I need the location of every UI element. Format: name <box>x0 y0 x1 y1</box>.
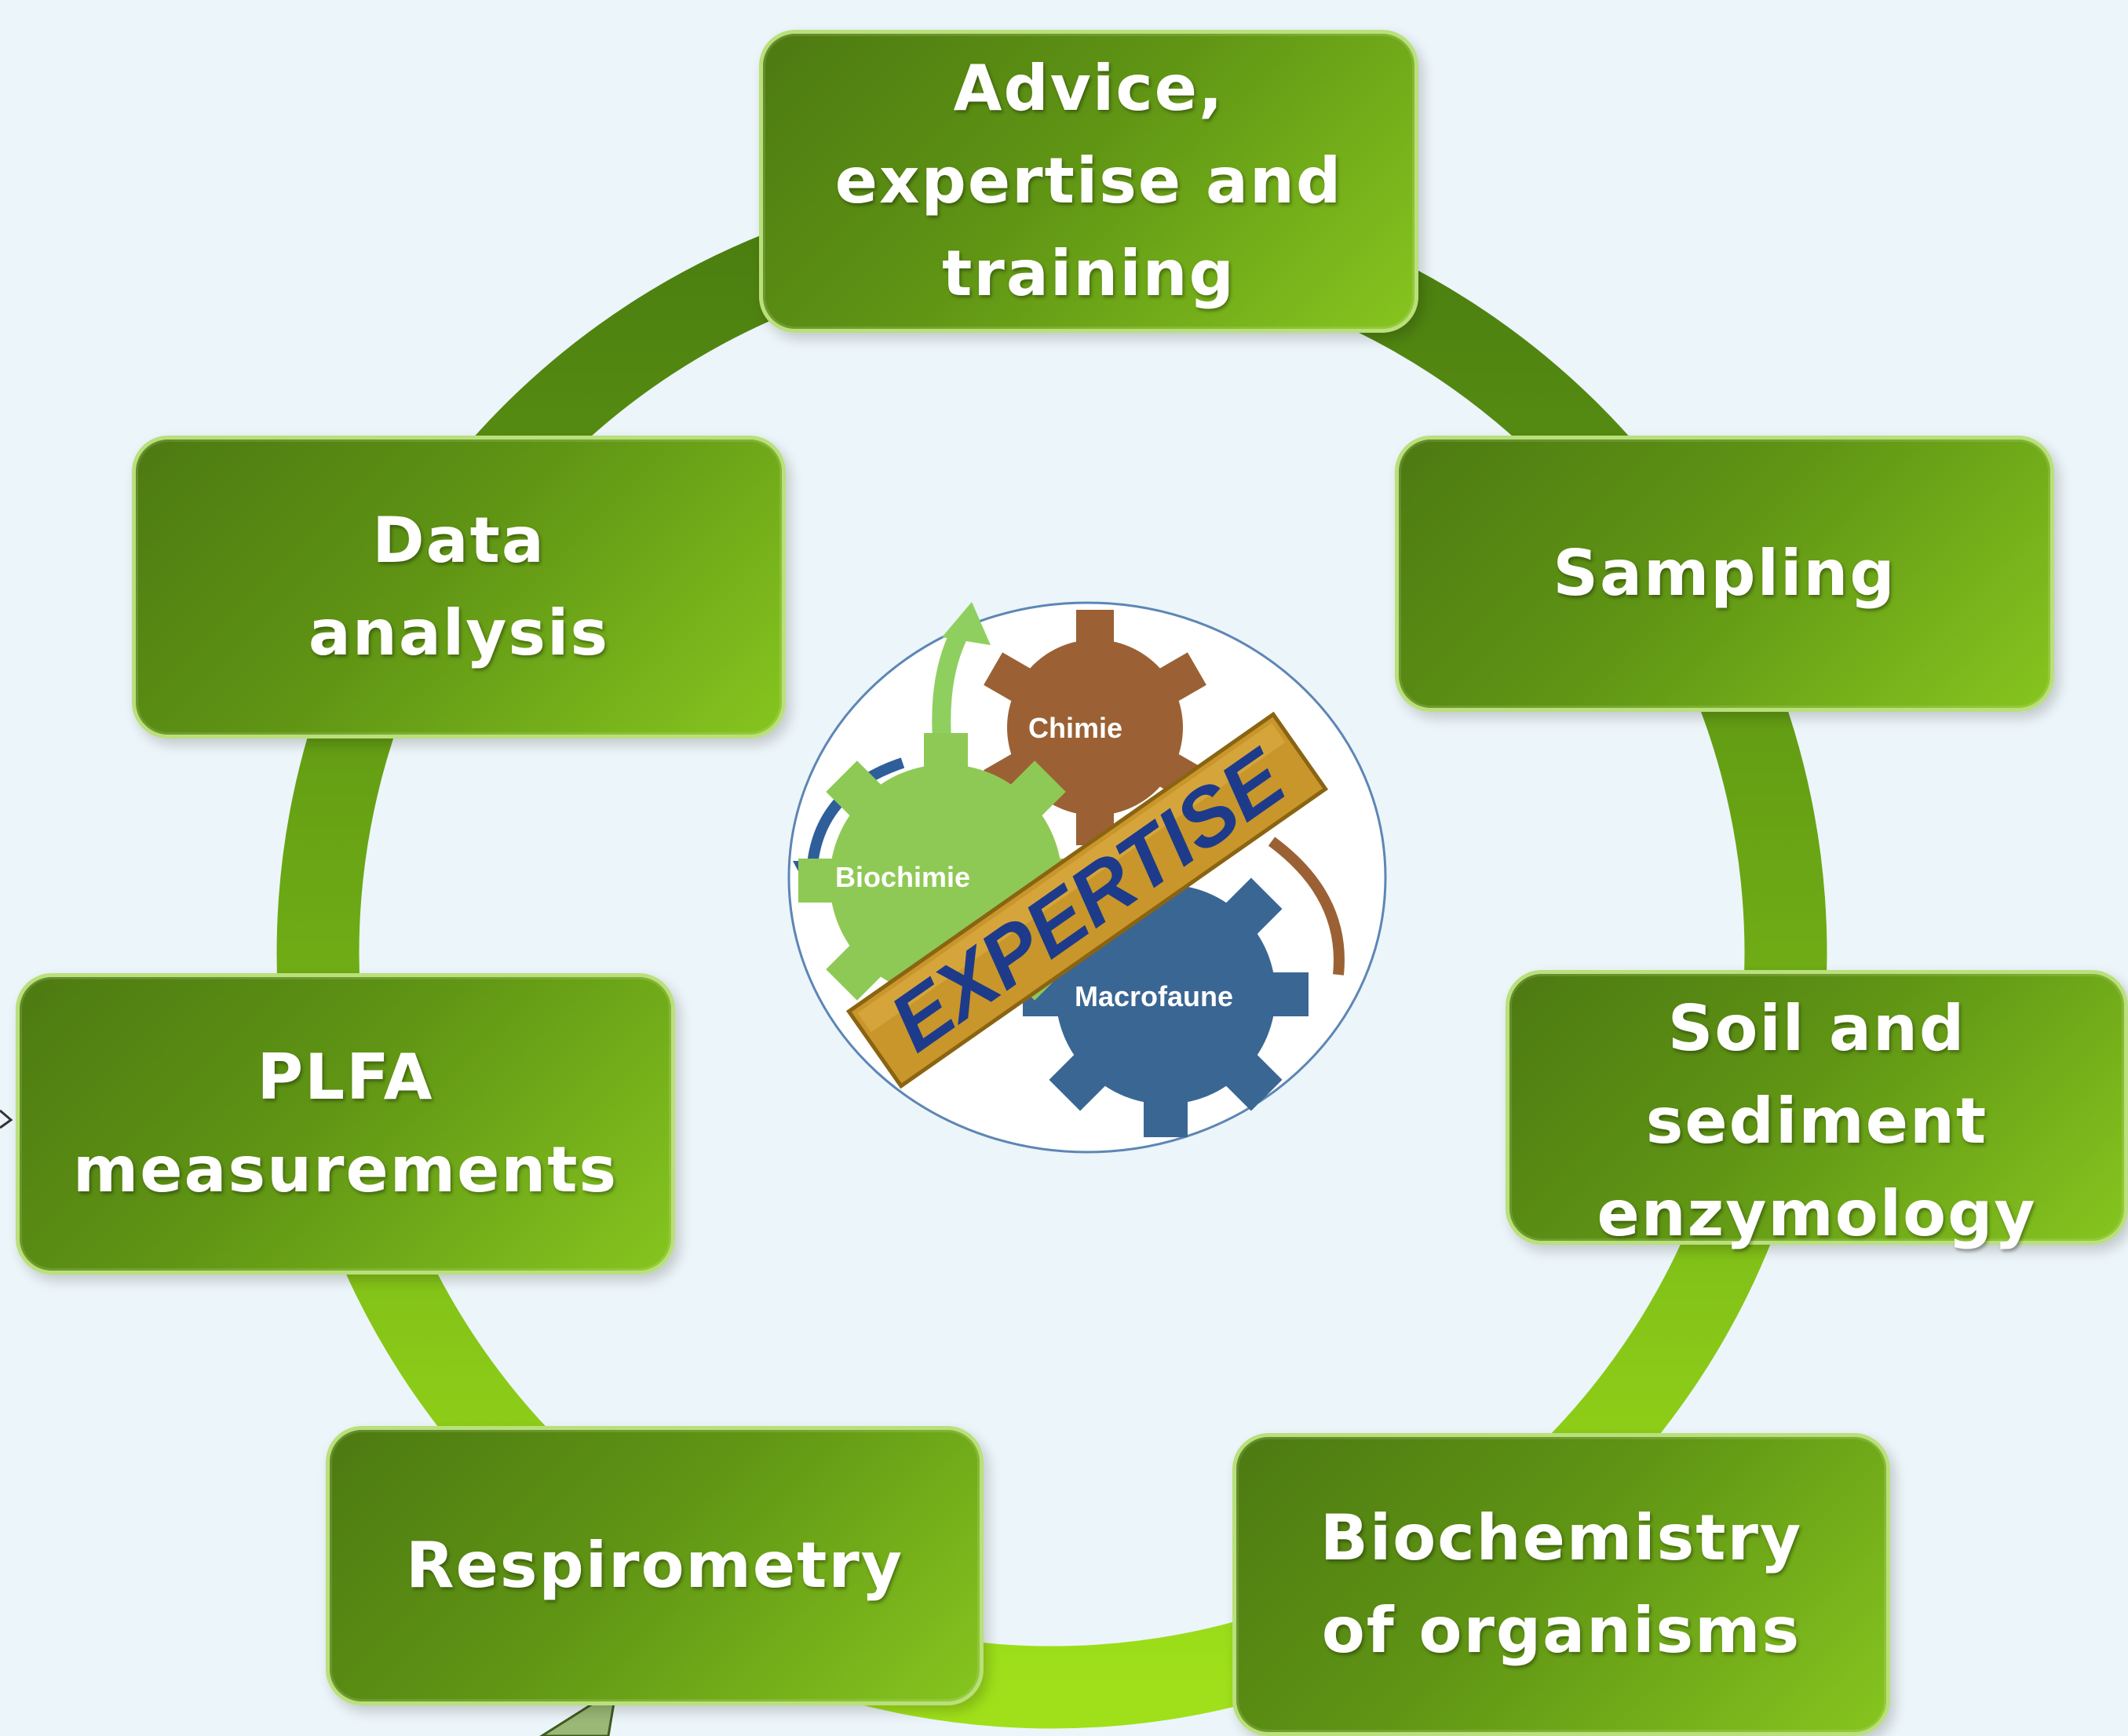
gear-label-biochimie: Biochimie <box>835 861 970 893</box>
step-label: Biochemistry of organisms <box>1320 1501 1803 1667</box>
step-respirometry: Respirometry <box>326 1426 984 1705</box>
expertise-logo: Chimie Biochimie Macrofaune EXPERTISE <box>787 601 1387 1154</box>
gear-label-chimie: Chimie <box>1028 712 1122 744</box>
gear-label-macrofaune: Macrofaune <box>1075 980 1233 1012</box>
step-label: Data analysis <box>308 504 610 669</box>
step-label: Soil and sediment enzymology <box>1597 992 2037 1250</box>
curved-arrow-brown-icon <box>1268 837 1345 976</box>
curved-arrow-green-icon <box>932 625 970 740</box>
arrowhead-green-icon <box>942 602 991 645</box>
step-advice-expertise-training: Advice, expertise and training <box>759 30 1418 333</box>
step-label: PLFA measurements <box>72 1041 619 1206</box>
step-biochemistry-of-organisms: Biochemistry of organisms <box>1232 1433 1890 1736</box>
step-label: Advice, expertise and training <box>834 52 1343 310</box>
step-soil-sediment-enzymology: Soil and sediment enzymology <box>1506 970 2128 1250</box>
step-plfa-measurements: PLFA measurements <box>16 973 675 1275</box>
step-sampling: Sampling <box>1395 436 2054 712</box>
step-label: Sampling <box>1553 537 1896 610</box>
edge-arrow-mark <box>0 1109 13 1129</box>
step-label: Respirometry <box>405 1529 904 1602</box>
step-data-analysis: Data analysis <box>132 436 786 739</box>
